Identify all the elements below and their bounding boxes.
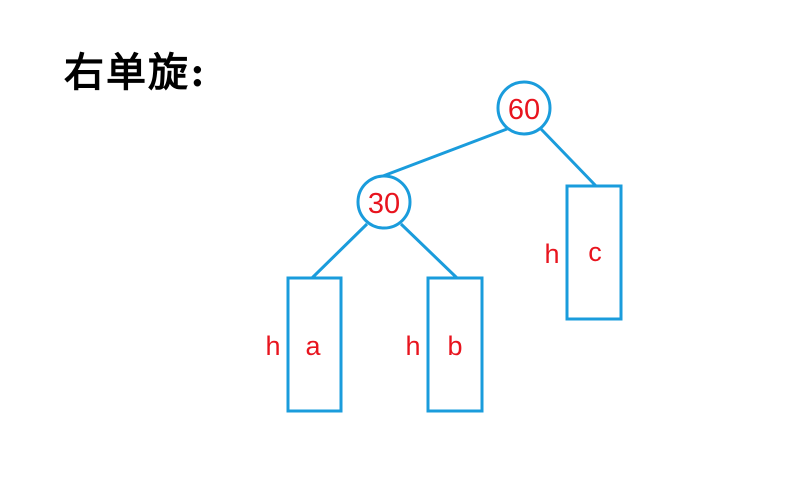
edge-60-30 [382, 127, 508, 178]
subtree-a-height-label: h [265, 331, 280, 361]
node-60 [496, 80, 552, 136]
subtree-b [426, 276, 484, 413]
node-60-label: 60 [508, 94, 540, 126]
edge-60-c [539, 127, 598, 188]
node-30 [356, 174, 412, 230]
subtree-c-height-label: h [544, 239, 559, 269]
subtree-a [286, 276, 343, 413]
subtree-c [565, 184, 623, 321]
subtree-b-height-label: h [405, 331, 420, 361]
subtree-b-label: b [447, 331, 462, 361]
node-30-label: 30 [368, 188, 400, 220]
subtree-c-label: c [588, 237, 602, 267]
edge-30-a [310, 222, 369, 280]
edge-30-b [399, 222, 459, 280]
diagram-title: 右单旋: [64, 49, 207, 96]
subtree-a-label: a [305, 331, 321, 361]
